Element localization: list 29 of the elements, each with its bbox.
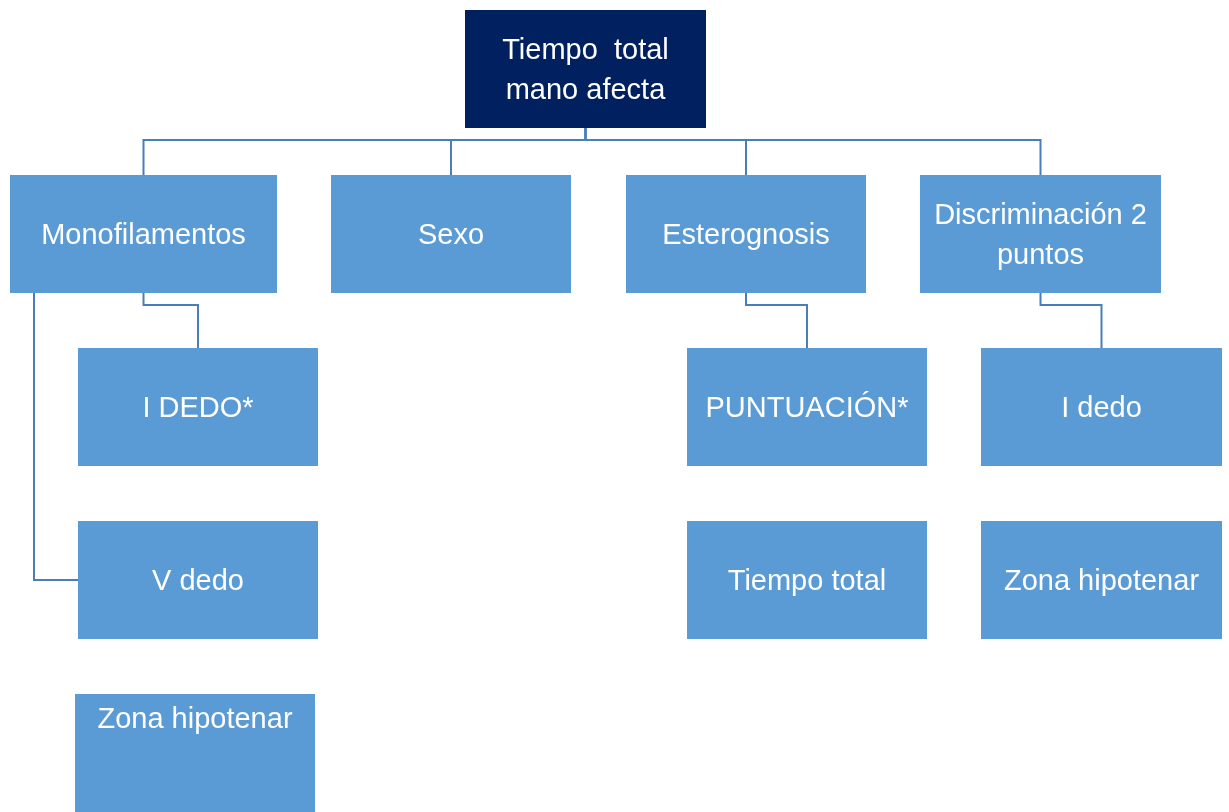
node-box (687, 521, 927, 639)
node-box (981, 348, 1222, 466)
node-label: PUNTUACIÓN* (705, 390, 909, 425)
node-box (465, 10, 706, 128)
node-label: I dedo (1061, 390, 1142, 425)
node-label: Discriminación 2 puntos (933, 197, 1148, 272)
node-box (75, 694, 315, 812)
connector-line (1039, 292, 1103, 349)
node-box (78, 521, 318, 639)
node-box (687, 348, 927, 466)
node-label: Zona hipotenar (97, 701, 293, 736)
node-label: I DEDO* (142, 390, 254, 425)
connector-line (142, 292, 199, 349)
node-label: Tiempo total mano afecta (501, 32, 670, 107)
connector-line (584, 127, 1042, 176)
node-box (331, 175, 571, 293)
node-label: Monofilamentos (41, 217, 246, 252)
node-box (78, 348, 318, 466)
node-box (626, 175, 866, 293)
node-label: Zona hipotenar (1003, 563, 1200, 598)
connector-line (33, 292, 79, 581)
node-label: Tiempo total (727, 563, 887, 598)
node-label: Esterognosis (662, 217, 830, 252)
node-label: Sexo (417, 217, 485, 252)
node-box (920, 175, 1161, 293)
connector-line (745, 292, 808, 349)
node-box (10, 175, 277, 293)
node-box (981, 521, 1222, 639)
node-label: V dedo (152, 563, 244, 598)
